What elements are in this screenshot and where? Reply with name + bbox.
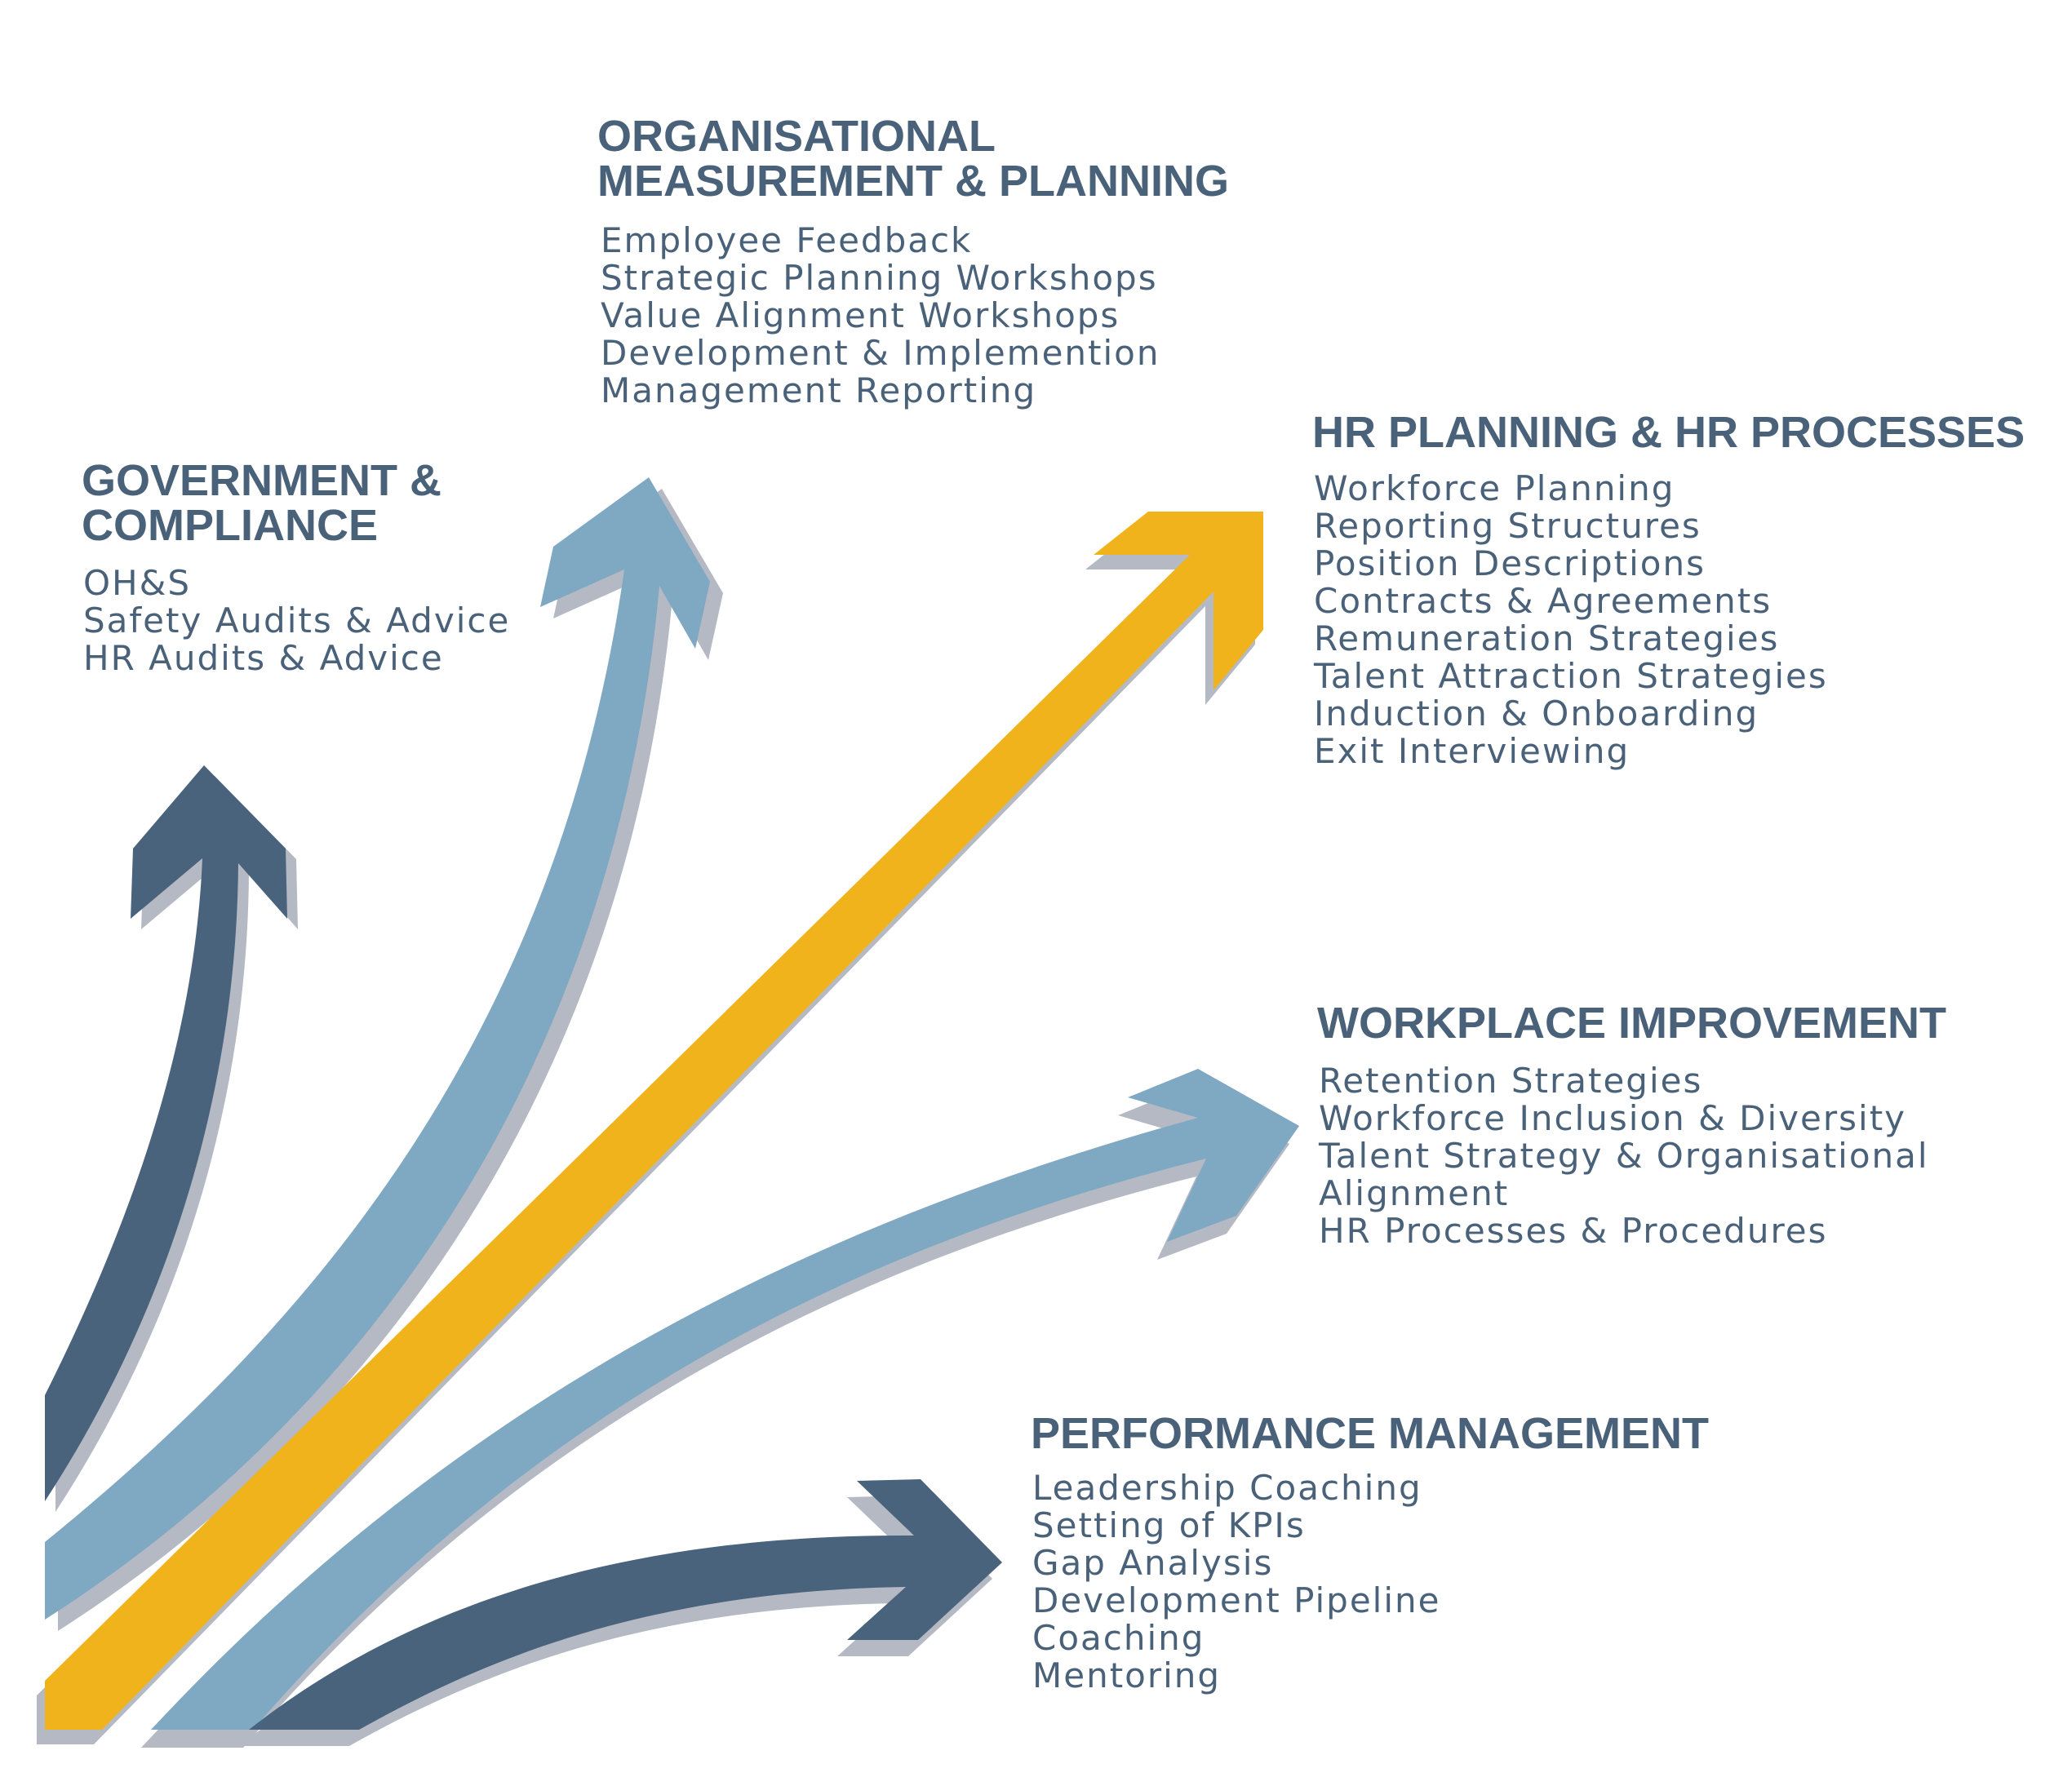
list-item: Mentoring — [1032, 1655, 1222, 1695]
list-item: Position Descriptions — [1314, 543, 1706, 583]
section-title: WORKPLACE IMPROVEMENT — [1317, 1001, 1946, 1046]
list-item: HR Processes & Procedures — [1319, 1211, 1828, 1251]
arrow-organisational — [45, 477, 723, 1631]
section-title: GOVERNMENT & COMPLIANCE — [82, 459, 510, 548]
list-item: Alignment — [1319, 1173, 1510, 1213]
section-title: HR PLANNING & HR PROCESSES — [1312, 410, 2025, 455]
list-item: OH&S — [83, 563, 192, 603]
title-line: GOVERNMENT & — [82, 456, 442, 505]
section-government: GOVERNMENT & COMPLIANCE OH&S Safety Audi… — [82, 459, 510, 677]
list-item: Leadership Coaching — [1032, 1468, 1422, 1508]
list-item: Workforce Inclusion & Diversity — [1319, 1098, 1907, 1138]
arrow-workplace — [141, 1069, 1299, 1748]
list-item: Talent Attraction Strategies — [1314, 656, 1828, 696]
title-line: COMPLIANCE — [82, 501, 378, 550]
section-organisational: ORGANISATIONAL MEASUREMENT & PLANNING Em… — [597, 114, 1229, 410]
item-list: Workforce Planning Reporting Structures … — [1314, 470, 2025, 770]
list-item: Contracts & Agreements — [1314, 581, 1773, 621]
title-line: MEASUREMENT & PLANNING — [597, 157, 1230, 206]
list-item: Talent Strategy & Organisational — [1319, 1136, 1929, 1176]
list-item: Remuneration Strategies — [1314, 618, 1780, 658]
list-item: Value Alignment Workshops — [601, 295, 1120, 335]
arrow-hr-planning — [37, 512, 1263, 1744]
item-list: Leadership Coaching Setting of KPIs Gap … — [1032, 1469, 1709, 1695]
title-line: WORKPLACE IMPROVEMENT — [1317, 999, 1947, 1048]
list-item: Management Reporting — [601, 370, 1037, 410]
section-hr-planning: HR PLANNING & HR PROCESSES Workforce Pla… — [1312, 410, 2025, 770]
section-title: PERFORMANCE MANAGEMENT — [1031, 1412, 1709, 1456]
section-workplace: WORKPLACE IMPROVEMENT Retention Strategi… — [1317, 1001, 1946, 1250]
list-item: Safety Audits & Advice — [83, 601, 511, 640]
arrow-performance — [239, 1479, 1002, 1746]
title-line: PERFORMANCE MANAGEMENT — [1031, 1409, 1709, 1458]
section-title: ORGANISATIONAL MEASUREMENT & PLANNING — [597, 114, 1229, 204]
list-item: Induction & Onboarding — [1314, 694, 1759, 733]
item-list: Employee Feedback Strategic Planning Wor… — [601, 222, 1229, 410]
list-item: Employee Feedback — [601, 220, 973, 260]
list-item: Development & Implemention — [601, 333, 1160, 373]
list-item: Setting of KPIs — [1032, 1505, 1306, 1545]
list-item: Exit Interviewing — [1314, 731, 1631, 771]
title-line: ORGANISATIONAL — [597, 112, 996, 161]
arrow-government — [45, 765, 298, 1512]
list-item: Development Pipeline — [1032, 1580, 1441, 1620]
title-line: HR PLANNING & HR PROCESSES — [1312, 408, 2025, 457]
list-item: HR Audits & Advice — [83, 638, 444, 678]
list-item: Reporting Structures — [1314, 506, 1702, 546]
list-item: Coaching — [1032, 1618, 1205, 1658]
list-item: Strategic Planning Workshops — [601, 258, 1158, 298]
list-item: Retention Strategies — [1319, 1061, 1703, 1101]
item-list: Retention Strategies Workforce Inclusion… — [1319, 1062, 1946, 1250]
item-list: OH&S Safety Audits & Advice HR Audits & … — [83, 565, 510, 677]
list-item: Gap Analysis — [1032, 1543, 1274, 1583]
section-performance: PERFORMANCE MANAGEMENT Leadership Coachi… — [1031, 1412, 1709, 1695]
list-item: Workforce Planning — [1314, 468, 1675, 508]
